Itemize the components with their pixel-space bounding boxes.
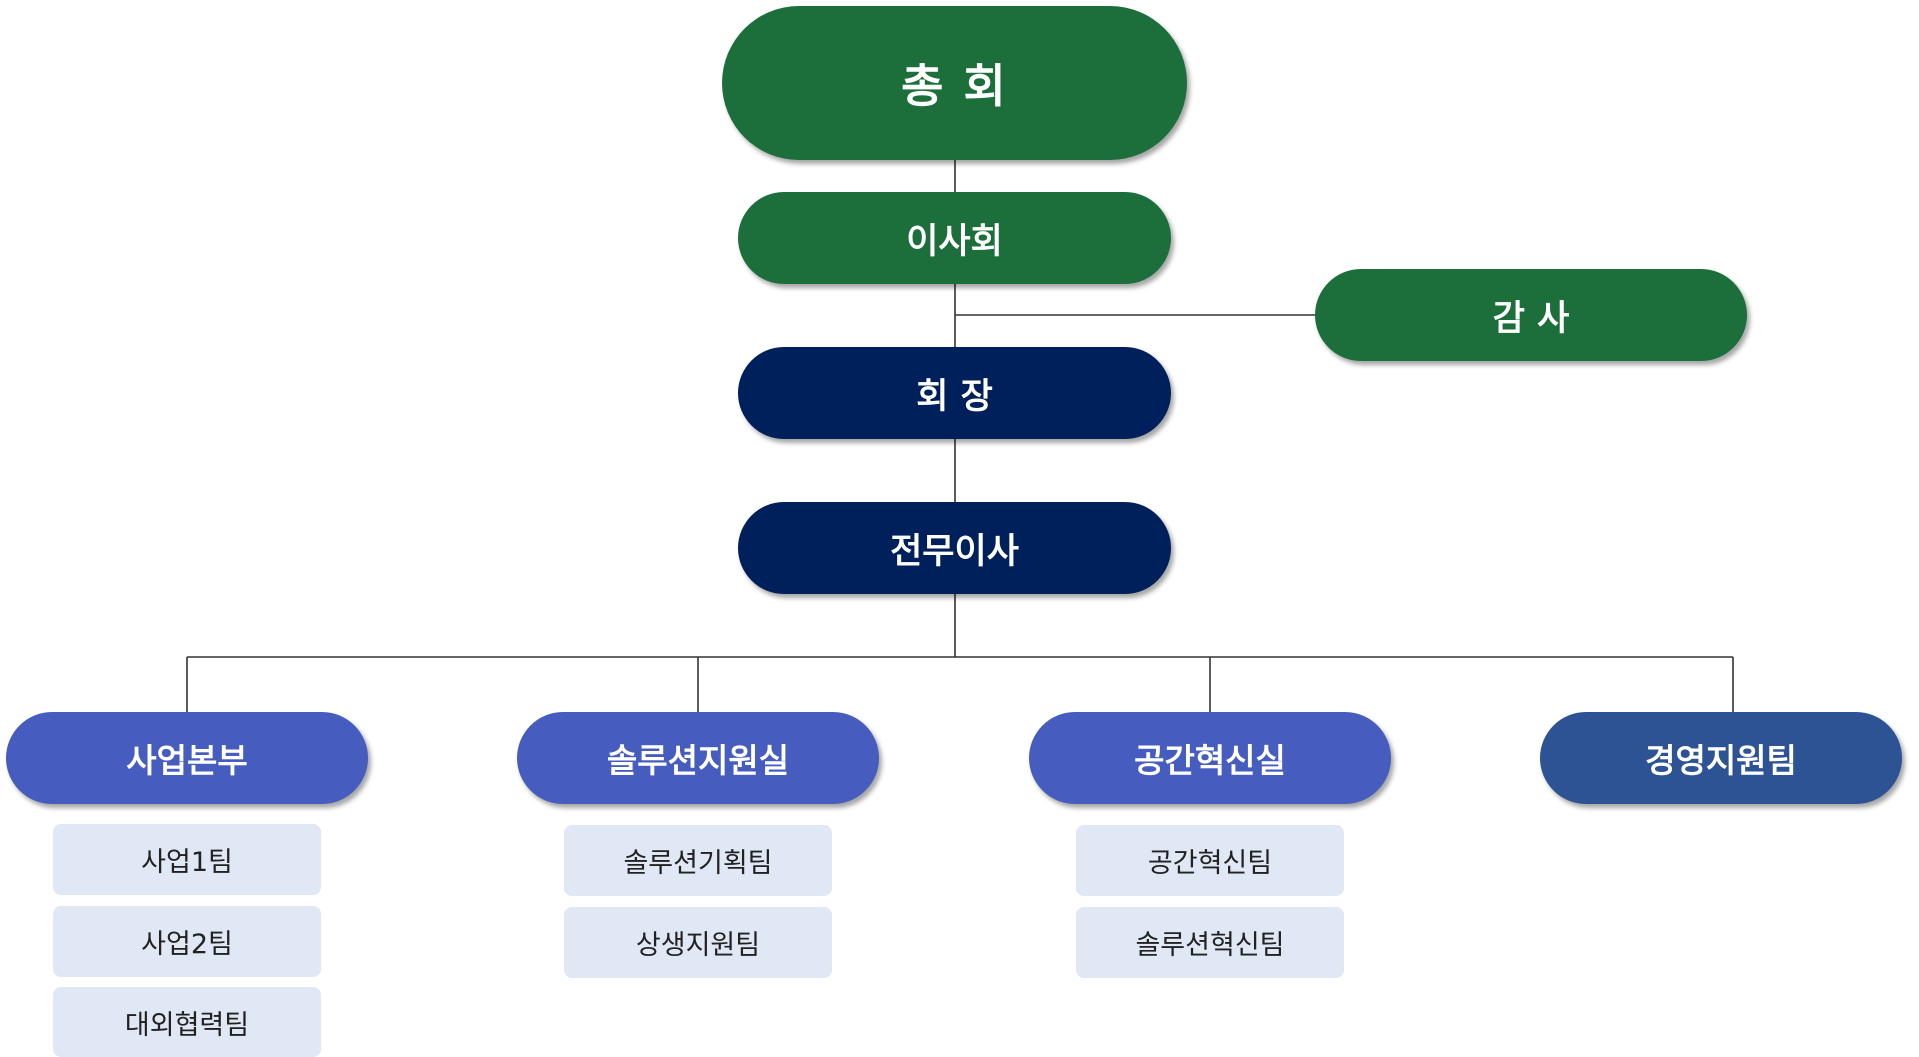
team-business-2: 사업2팀	[53, 906, 321, 977]
division-space-innovation: 공간혁신실	[1029, 712, 1391, 804]
node-president: 회 장	[738, 347, 1171, 439]
team-win-win-support: 상생지원팀	[564, 907, 832, 978]
team-solution-planning: 솔루션기획팀	[564, 825, 832, 896]
division-management-support: 경영지원팀	[1540, 712, 1902, 804]
division-business-hq: 사업본부	[6, 712, 368, 804]
node-general-assembly: 총 회	[722, 6, 1187, 160]
node-board: 이사회	[738, 192, 1171, 284]
node-managing-director: 전무이사	[738, 502, 1171, 594]
node-auditor: 감 사	[1315, 269, 1747, 361]
team-business-1: 사업1팀	[53, 824, 321, 895]
team-solution-innovation: 솔루션혁신팀	[1076, 907, 1344, 978]
team-space-innovation: 공간혁신팀	[1076, 825, 1344, 896]
team-external-cooperation: 대외협력팀	[53, 987, 321, 1057]
division-solution-support: 솔루션지원실	[517, 712, 879, 804]
